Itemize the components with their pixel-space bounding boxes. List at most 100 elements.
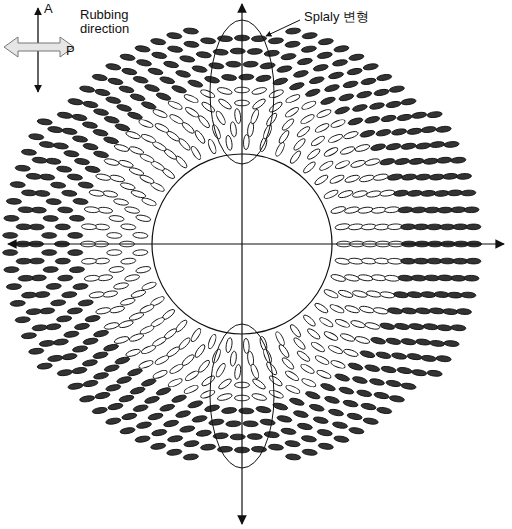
lc-molecule <box>343 130 359 140</box>
lc-molecule <box>62 190 77 197</box>
lc-molecule <box>159 76 175 85</box>
lc-molecule <box>393 190 409 197</box>
lc-molecule <box>133 249 148 256</box>
lc-molecule <box>108 402 124 410</box>
lc-molecule <box>366 190 382 198</box>
lc-molecule <box>334 373 350 383</box>
lc-molecule <box>376 407 392 415</box>
lc-molecule <box>251 377 266 390</box>
lc-molecule <box>55 224 70 230</box>
lc-molecule <box>92 74 108 82</box>
lc-molecule <box>401 307 417 314</box>
lc-molecule <box>32 157 47 164</box>
lc-molecule <box>397 367 413 375</box>
lc-molecule <box>343 348 359 358</box>
lc-molecule <box>197 114 211 129</box>
lc-molecule <box>354 335 370 344</box>
lc-molecule <box>95 307 111 315</box>
lc-molecule <box>93 128 109 137</box>
lc-molecule <box>135 435 151 443</box>
lc-molecule <box>46 323 62 330</box>
lc-molecule <box>272 77 288 86</box>
lc-molecule <box>352 290 368 299</box>
lc-molecule <box>204 75 220 84</box>
lc-molecule <box>120 297 136 306</box>
lc-molecule <box>302 32 318 39</box>
lc-molecule <box>281 356 296 370</box>
lc-molecule <box>330 118 346 128</box>
lc-molecule <box>323 146 339 158</box>
lc-molecule <box>247 48 262 54</box>
lc-molecule <box>92 407 108 415</box>
lc-molecule <box>309 403 325 412</box>
lc-molecule <box>225 337 233 353</box>
lc-molecule <box>104 364 120 373</box>
lc-molecule <box>184 106 200 119</box>
lc-molecule <box>302 449 318 456</box>
lc-molecule <box>347 412 363 420</box>
lc-molecule <box>349 427 365 435</box>
lc-molecule <box>179 55 195 63</box>
lc-molecule <box>56 166 72 173</box>
lc-molecule <box>72 114 88 122</box>
lc-molecule <box>135 214 151 223</box>
lc-molecule <box>356 90 372 99</box>
lc-molecule <box>69 215 84 221</box>
lc-molecule <box>18 275 33 281</box>
lc-molecule <box>201 100 216 113</box>
lc-molecule <box>121 67 137 75</box>
lc-molecule <box>343 399 359 408</box>
lc-molecule <box>152 369 168 380</box>
lc-molecule <box>251 392 267 401</box>
lc-molecule <box>105 96 121 105</box>
lc-molecule <box>350 159 366 169</box>
lc-molecule <box>389 395 405 403</box>
lc-molecule <box>338 189 354 199</box>
lc-molecule <box>262 124 273 140</box>
lc-molecule <box>373 173 389 181</box>
lc-molecule <box>79 85 95 93</box>
lc-molecule <box>407 291 422 298</box>
lc-molecule <box>196 429 212 436</box>
lc-molecule <box>447 190 462 196</box>
lc-molecule <box>389 85 405 93</box>
lc-molecule <box>293 410 309 419</box>
lc-molecule <box>130 189 146 199</box>
lc-molecule <box>21 292 36 298</box>
lc-molecule <box>394 323 410 331</box>
lc-molecule <box>89 189 105 197</box>
lc-molecule <box>437 157 452 164</box>
lc-molecule <box>421 355 437 362</box>
lc-molecule <box>356 389 372 398</box>
lc-molecule <box>364 115 380 124</box>
lc-molecule <box>74 158 90 166</box>
lc-molecule <box>85 315 101 323</box>
lc-molecule <box>57 369 73 377</box>
lc-molecule <box>381 114 397 122</box>
lc-molecule <box>6 284 21 290</box>
lc-molecule <box>358 206 374 214</box>
lc-molecule <box>443 308 458 315</box>
lc-molecule <box>215 110 227 126</box>
lc-molecule <box>95 391 111 399</box>
lc-molecule <box>260 62 276 69</box>
lc-molecule <box>183 384 199 395</box>
lc-molecule <box>190 145 203 161</box>
lc-molecule <box>285 41 301 48</box>
lc-molecule <box>344 174 360 184</box>
lc-molecule <box>429 174 444 181</box>
lc-molecule <box>42 233 57 239</box>
lc-molecule <box>272 402 288 411</box>
lc-molecule <box>456 308 471 315</box>
lc-molecule <box>387 173 403 181</box>
lc-molecule <box>289 323 303 338</box>
lc-molecule <box>120 53 136 61</box>
lc-molecule <box>443 173 458 180</box>
horizontal-axis <box>8 243 504 244</box>
lc-molecule <box>292 137 306 152</box>
lc-molecule <box>103 136 119 145</box>
lc-molecule <box>349 53 365 61</box>
lc-molecule <box>274 141 286 157</box>
lc-molecule <box>79 395 95 403</box>
lc-molecule <box>175 410 191 419</box>
